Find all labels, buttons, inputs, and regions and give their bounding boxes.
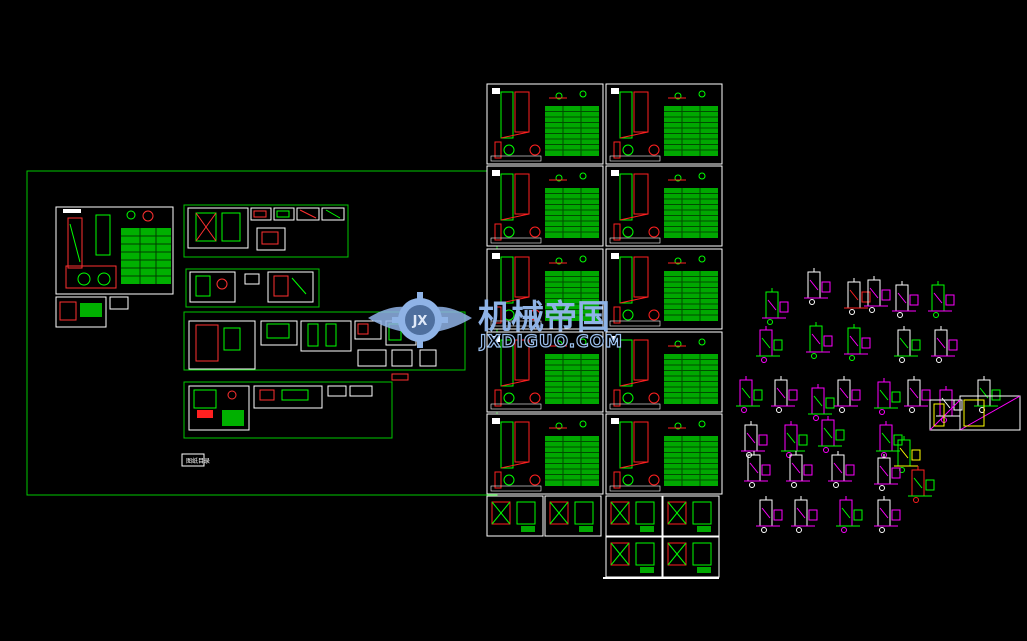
- svg-text:JX: JX: [412, 314, 428, 329]
- drawing-sheet[interactable]: [605, 536, 663, 578]
- drawing-sheet[interactable]: [486, 495, 544, 537]
- left-group-row-1[interactable]: [183, 204, 349, 258]
- detail-drawing[interactable]: [929, 399, 961, 431]
- detail-drawing[interactable]: [908, 466, 935, 503]
- drawing-sheet[interactable]: [486, 331, 604, 413]
- right-detail-drawings[interactable]: [736, 268, 1021, 533]
- drawing-sheet[interactable]: [662, 536, 720, 578]
- drawing-sheet[interactable]: [486, 165, 604, 247]
- drawing-sheet[interactable]: [486, 83, 604, 165]
- left-block-tag[interactable]: 图纸目录: [181, 453, 210, 467]
- detail-drawing[interactable]: [864, 276, 891, 313]
- brand-url: JXDIGUO.COM: [479, 332, 623, 352]
- detail-drawing[interactable]: [894, 436, 921, 473]
- detail-drawing[interactable]: [874, 454, 901, 491]
- drawing-sheet[interactable]: [486, 248, 604, 330]
- detail-drawing[interactable]: [771, 376, 798, 413]
- middle-sheet-grid[interactable]: [486, 83, 723, 579]
- detail-drawing[interactable]: [836, 496, 863, 533]
- left-small-sheet[interactable]: [55, 296, 129, 328]
- left-group-row-2[interactable]: [185, 268, 320, 308]
- gear-wings-logo-icon: JX: [368, 292, 472, 348]
- detail-drawing[interactable]: [828, 451, 855, 488]
- drawing-sheet[interactable]: [662, 495, 720, 537]
- detail-drawing[interactable]: [804, 268, 831, 305]
- detail-drawing[interactable]: [894, 326, 921, 363]
- drawing-sheet[interactable]: [486, 413, 604, 495]
- drawing-sheet[interactable]: [605, 83, 723, 165]
- svg-text:图纸目录: 图纸目录: [186, 457, 210, 465]
- left-group-row-4[interactable]: [183, 381, 393, 439]
- drawing-sheet[interactable]: [544, 495, 602, 537]
- detail-drawing[interactable]: [931, 326, 958, 363]
- detail-drawing[interactable]: [756, 496, 783, 533]
- detail-drawing[interactable]: [791, 496, 818, 533]
- detail-drawing[interactable]: [808, 384, 835, 421]
- detail-drawing[interactable]: [756, 326, 783, 363]
- detail-drawing[interactable]: [744, 451, 771, 488]
- brand-name-cn: 机械帝国: [478, 297, 610, 336]
- detail-drawing[interactable]: [892, 281, 919, 318]
- detail-drawing[interactable]: [876, 421, 903, 458]
- drawing-sheet[interactable]: [605, 413, 723, 495]
- drawing-sheet[interactable]: [605, 248, 723, 330]
- detail-drawing[interactable]: [904, 376, 931, 413]
- detail-drawing[interactable]: [818, 416, 845, 453]
- detail-drawing[interactable]: [781, 421, 808, 458]
- detail-drawing[interactable]: [806, 322, 833, 359]
- detail-drawing[interactable]: [741, 421, 768, 458]
- left-group-row-3[interactable]: [183, 311, 466, 381]
- drawing-sheet[interactable]: [605, 165, 723, 247]
- detail-drawing[interactable]: [928, 281, 955, 318]
- detail-drawing[interactable]: [786, 451, 813, 488]
- drawing-sheet[interactable]: [605, 495, 663, 537]
- detail-drawing[interactable]: [974, 376, 1001, 413]
- drawing-sheet[interactable]: [605, 331, 723, 413]
- detail-drawing[interactable]: [762, 288, 789, 325]
- detail-drawing[interactable]: [736, 376, 763, 413]
- watermark: JX 机械帝国 JXDIGUO.COM: [368, 292, 623, 353]
- detail-drawing[interactable]: [844, 324, 871, 361]
- left-main-sheet[interactable]: [55, 206, 174, 295]
- detail-drawing[interactable]: [874, 496, 901, 533]
- detail-drawing[interactable]: [844, 278, 871, 315]
- detail-drawing[interactable]: [874, 378, 901, 415]
- detail-drawing[interactable]: [834, 376, 861, 413]
